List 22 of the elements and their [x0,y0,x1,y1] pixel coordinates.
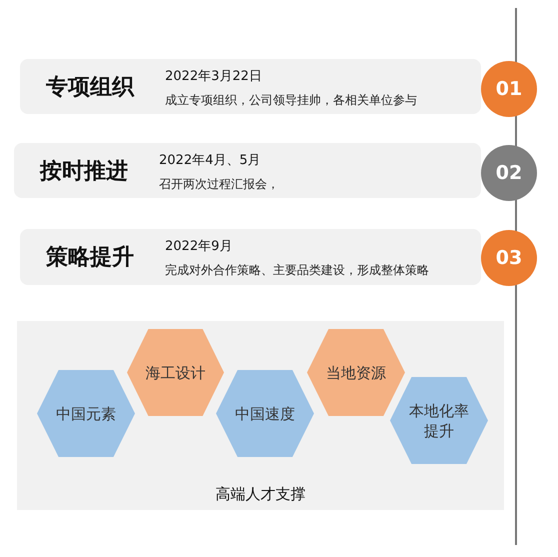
step-title: 策略提升 [46,244,134,272]
date-text: 2022年4月、5月 [159,152,261,169]
date-text: 2022年9月 [165,238,232,255]
hexagon-label: 本地化率提升 [408,400,470,440]
description-text: 完成对外合作策略、主要品类建设，形成整体策略 [165,262,429,279]
step-number-badge: 01 [481,61,537,117]
hexagon-label: 海工设计 [144,362,206,382]
step-number-badge: 02 [481,145,537,201]
step-title: 按时推进 [40,158,128,186]
date-text: 2022年3月22日 [165,68,262,85]
hexagon-label: 中国元素 [55,404,117,424]
hexagon-label: 中国速度 [234,404,296,424]
timeline-card [20,229,481,285]
description-text: 成立专项组织，公司领导挂帅，各相关单位参与 [165,92,417,109]
hexagon-label: 当地资源 [325,362,387,382]
timeline-card [14,143,481,198]
step-number-badge: 03 [481,230,537,286]
panel-background [17,321,504,510]
description-text: 召开两次过程汇报会， [159,176,279,193]
panel-caption: 高端人才支撑 [214,485,306,504]
step-title: 专项组织 [46,74,134,102]
timeline-card [20,59,481,114]
